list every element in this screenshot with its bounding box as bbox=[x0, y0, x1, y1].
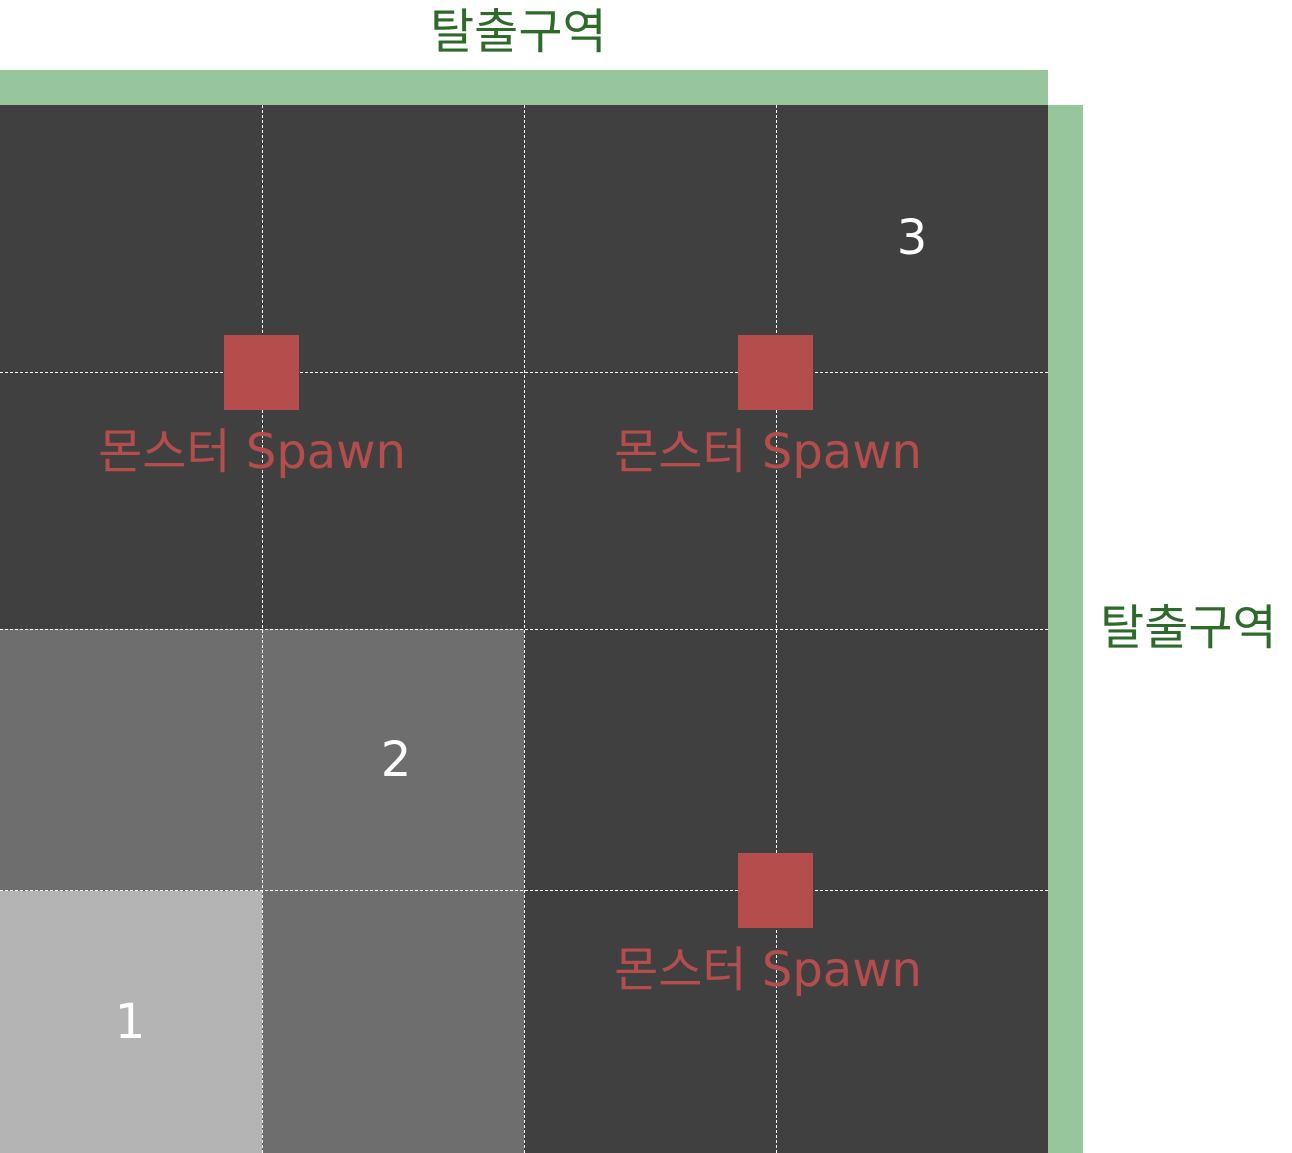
monster-spawn-marker bbox=[738, 853, 813, 928]
grid-line-horizontal bbox=[0, 890, 1048, 891]
monster-spawn-label: 몬스터 Spawn bbox=[614, 942, 922, 998]
exit-zone-label-right: 탈출구역 bbox=[1100, 600, 1277, 656]
monster-spawn-label: 몬스터 Spawn bbox=[614, 424, 922, 480]
zone-number-1: 1 bbox=[114, 994, 146, 1050]
game-map: 몬스터 Spawn 몬스터 Spawn 몬스터 Spawn 1 2 3 bbox=[0, 105, 1048, 1153]
zone-1-area bbox=[0, 891, 262, 1153]
monster-spawn-marker bbox=[738, 335, 813, 410]
zone-number-2: 2 bbox=[380, 732, 412, 788]
grid-line-horizontal bbox=[0, 372, 1048, 373]
exit-zone-bar-top bbox=[0, 70, 1048, 105]
exit-zone-bar-right bbox=[1048, 105, 1083, 1153]
monster-spawn-marker bbox=[224, 335, 299, 410]
grid-line-horizontal bbox=[0, 629, 1048, 630]
monster-spawn-label: 몬스터 Spawn bbox=[98, 424, 406, 480]
zone-number-3: 3 bbox=[896, 210, 928, 266]
exit-zone-label-top: 탈출구역 bbox=[430, 4, 607, 60]
